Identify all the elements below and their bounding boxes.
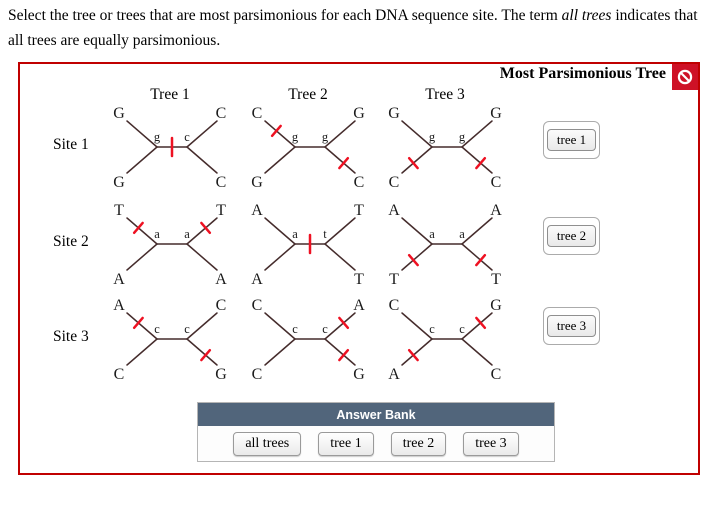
tree-diagram: G G C Cg c (113, 105, 227, 190)
tree-diagram: A T A Ta a (388, 202, 502, 287)
internal-node-label: c (154, 322, 160, 336)
tree-diagram: T A T Aa a (113, 202, 227, 287)
taxon-letter: G (113, 105, 125, 122)
taxon-letter: A (113, 271, 125, 287)
internal-node-label: a (459, 227, 465, 241)
question-panel: Most Parsimonious Tree Tree 1 Tree 2 Tree … (18, 62, 700, 475)
answer-dropzone-site-3[interactable]: tree 3 (543, 307, 600, 345)
instructions-italic-term: all trees (561, 7, 612, 24)
taxon-letter: C (389, 297, 400, 314)
instructions-text-suffix: indicates that all trees are equally par… (8, 7, 698, 49)
tree-diagram: G C G Cg g (388, 105, 502, 190)
tree-diagram: C A G Cc c (388, 297, 502, 382)
taxon-letter: C (491, 174, 502, 190)
bank-item-tree-3[interactable]: tree 3 (463, 431, 519, 456)
taxon-letter: A (113, 297, 125, 314)
taxon-letter: C (216, 297, 227, 314)
internal-node-label: c (184, 322, 190, 336)
taxon-letter: C (389, 174, 400, 190)
taxon-letter: A (490, 202, 502, 219)
taxon-letter: G (113, 174, 125, 190)
answer-chip[interactable]: tree 3 (546, 315, 597, 337)
tree-column-header: Tree 3 (425, 86, 465, 103)
tree-diagram: C G G Cg g (251, 105, 365, 190)
taxon-letter: C (216, 174, 227, 190)
internal-node-label: c (429, 322, 435, 336)
answer-chip[interactable]: tree 2 (546, 225, 597, 247)
internal-node-label: c (184, 130, 190, 144)
taxon-letter: G (251, 174, 263, 190)
tree-column-header: Tree 1 (150, 86, 190, 103)
bank-item-all-trees[interactable]: all trees (233, 431, 302, 456)
taxon-letter: G (215, 366, 227, 382)
taxon-letter: T (354, 202, 364, 219)
answer-dropzone-site-1[interactable]: tree 1 (543, 121, 600, 159)
taxon-letter: C (252, 297, 263, 314)
internal-node-label: g (154, 130, 161, 144)
answer-bank-items: all trees tree 1 tree 2 tree 3 (198, 426, 554, 461)
taxon-letter: A (388, 202, 400, 219)
bank-item-tree-2[interactable]: tree 2 (390, 431, 447, 456)
tree-column-header: Tree 2 (288, 86, 328, 103)
taxon-letter: C (491, 366, 502, 382)
internal-node-label: a (292, 227, 298, 241)
taxon-letter: A (251, 271, 263, 287)
internal-node-label: g (429, 130, 436, 144)
tree-diagram: A C C Gc c (113, 297, 227, 382)
taxon-letter: A (251, 202, 263, 219)
taxon-letter: T (389, 271, 399, 287)
taxon-letter: G (353, 105, 365, 122)
internal-node-label: c (459, 322, 465, 336)
taxon-letter: T (114, 202, 124, 219)
taxon-letter: T (491, 271, 501, 287)
internal-node-label: a (154, 227, 160, 241)
site-label: Site 3 (53, 328, 89, 345)
taxon-letter: C (252, 105, 263, 122)
taxon-letter: C (114, 366, 125, 382)
panel-column-header: Most Parsimonious Tree (499, 65, 666, 82)
internal-node-label: g (459, 130, 466, 144)
taxon-letter: A (215, 271, 227, 287)
taxon-letter: G (388, 105, 400, 122)
internal-node-label: t (323, 227, 327, 241)
internal-node-label: a (184, 227, 190, 241)
prohibition-icon (672, 64, 698, 90)
bank-item-tree-1[interactable]: tree 1 (318, 431, 374, 456)
taxon-letter: T (216, 202, 226, 219)
taxon-letter: G (353, 366, 365, 382)
taxon-letter: C (216, 105, 227, 122)
answer-bank: Answer Bank all trees tree 1 tree 2 tree 3 (197, 402, 555, 462)
tree-diagram: A A T Ta t (251, 202, 364, 287)
tree-diagram: C C A Gc c (252, 297, 366, 382)
taxon-letter: G (490, 297, 502, 314)
site-label: Site 1 (53, 136, 89, 153)
answer-dropzone-site-2[interactable]: tree 2 (543, 217, 600, 255)
site-label: Site 2 (53, 233, 89, 250)
internal-node-label: c (322, 322, 328, 336)
taxon-letter: C (252, 366, 263, 382)
internal-node-label: g (292, 130, 299, 144)
taxon-letter: C (354, 174, 365, 190)
answer-bank-header: Answer Bank (198, 403, 554, 426)
internal-node-label: c (292, 322, 298, 336)
answer-chip[interactable]: tree 1 (546, 129, 597, 151)
instructions-text: Select the tree or trees that are most p… (8, 7, 562, 24)
taxon-letter: A (353, 297, 365, 314)
internal-node-label: g (322, 130, 329, 144)
instructions: Select the tree or trees that are most p… (8, 4, 708, 54)
internal-node-label: a (429, 227, 435, 241)
taxon-letter: G (490, 105, 502, 122)
taxon-letter: T (354, 271, 364, 287)
taxon-letter: A (388, 366, 400, 382)
